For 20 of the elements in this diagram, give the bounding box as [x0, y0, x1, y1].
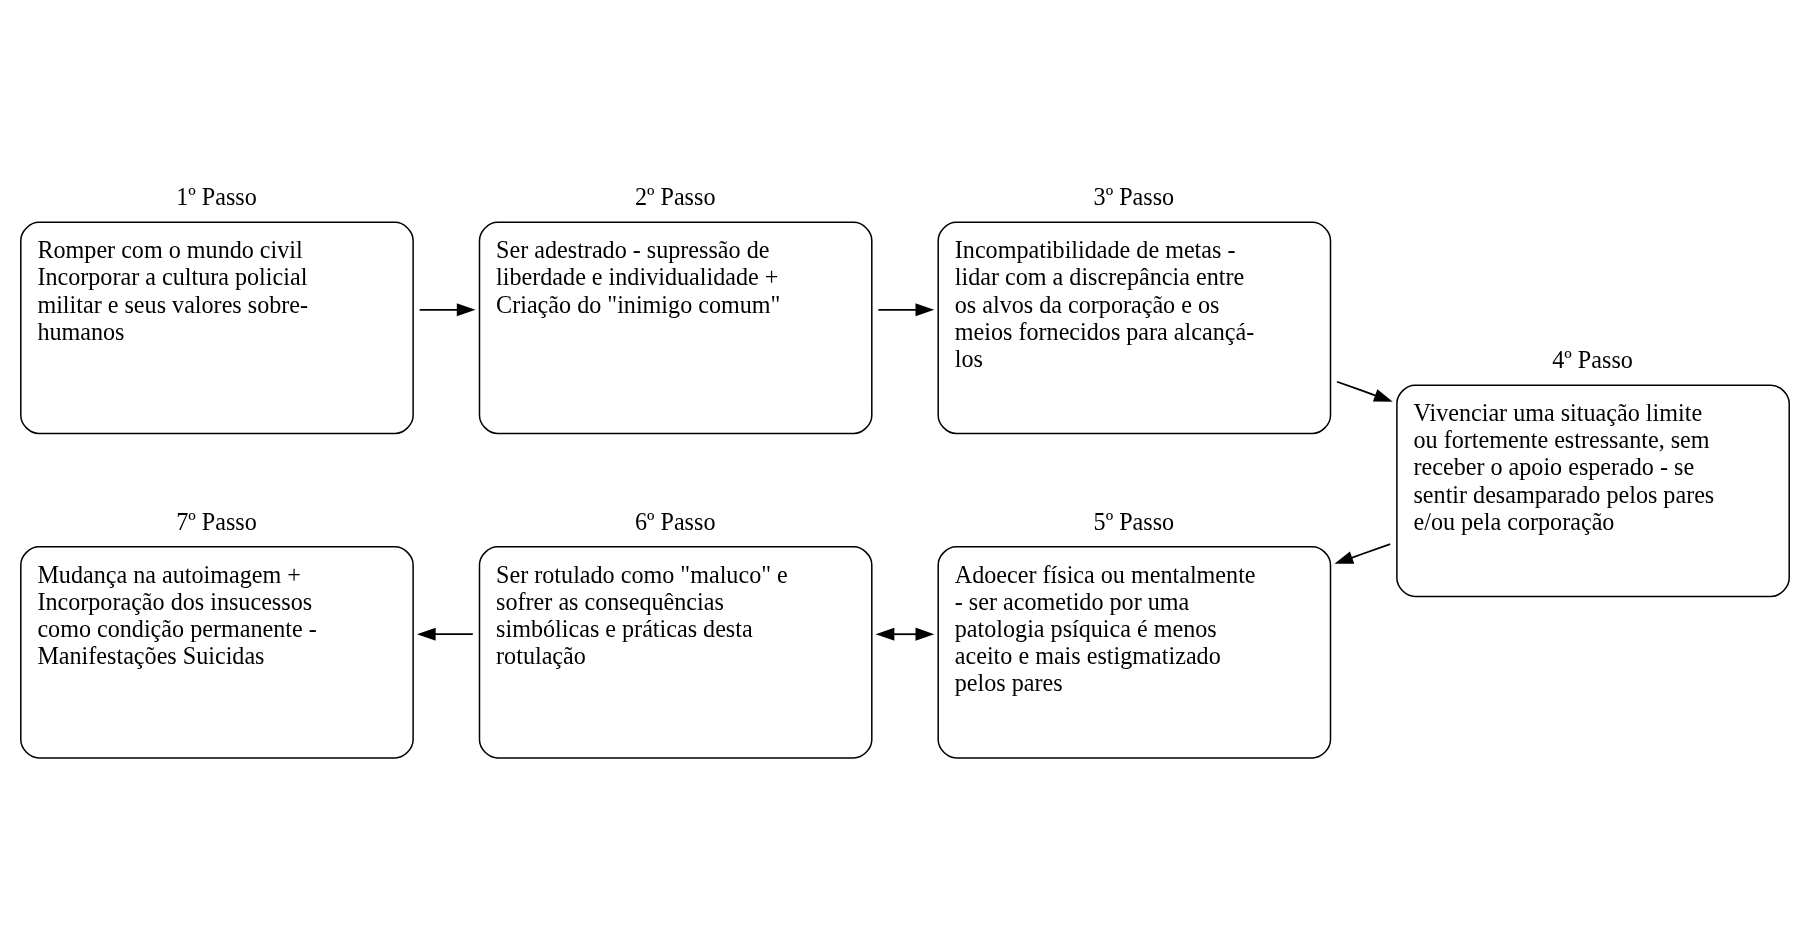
- node-box: Mudança na autoimagem + Incorporação dos insucessos como condição permanente - Manifestações Suicidas: [20, 545, 414, 759]
- node-label: 4º Passo: [1552, 345, 1633, 373]
- node-label: 5º Passo: [1093, 507, 1175, 535]
- node-label: 2º Passo: [634, 182, 716, 210]
- arrow: [877, 302, 935, 316]
- node-box: Vivenciar uma situação limite ou fortemente estressante, sem receber o apoio esperado - se sentir desamparado pelos pares e/ou pela corporação: [1396, 384, 1790, 597]
- arrow: [418, 302, 476, 316]
- arrow: [1334, 542, 1392, 564]
- arrow: [1336, 380, 1393, 402]
- node-box: Romper com o mundo civil Incorporar a cultura policial militar e seus valores sobre-humanos: [20, 221, 414, 434]
- node-box: Adoecer física ou mentalmente - ser acometido por uma patologia psíquica é menos aceito e mais estigmatizado pelos pares: [937, 545, 1332, 759]
- arrow: [416, 627, 474, 641]
- arrow: [875, 627, 935, 641]
- node-label: 7º Passo: [176, 507, 257, 535]
- node-box: Incompatibilidade de metas - lidar com a discrepância entre os alvos da corporação e os meios fornecidos para alcançá-los: [937, 221, 1332, 434]
- node-label: 1º Passo: [176, 182, 257, 210]
- node-label: 3º Passo: [1093, 182, 1175, 210]
- node-box: Ser adestrado - supressão de liberdade e individualidade + Criação do "inimigo comum": [478, 221, 873, 434]
- node-box: Ser rotulado como "maluco" e sofrer as consequências simbólicas e práticas desta rotulação: [478, 545, 873, 759]
- node-label: 6º Passo: [634, 507, 716, 535]
